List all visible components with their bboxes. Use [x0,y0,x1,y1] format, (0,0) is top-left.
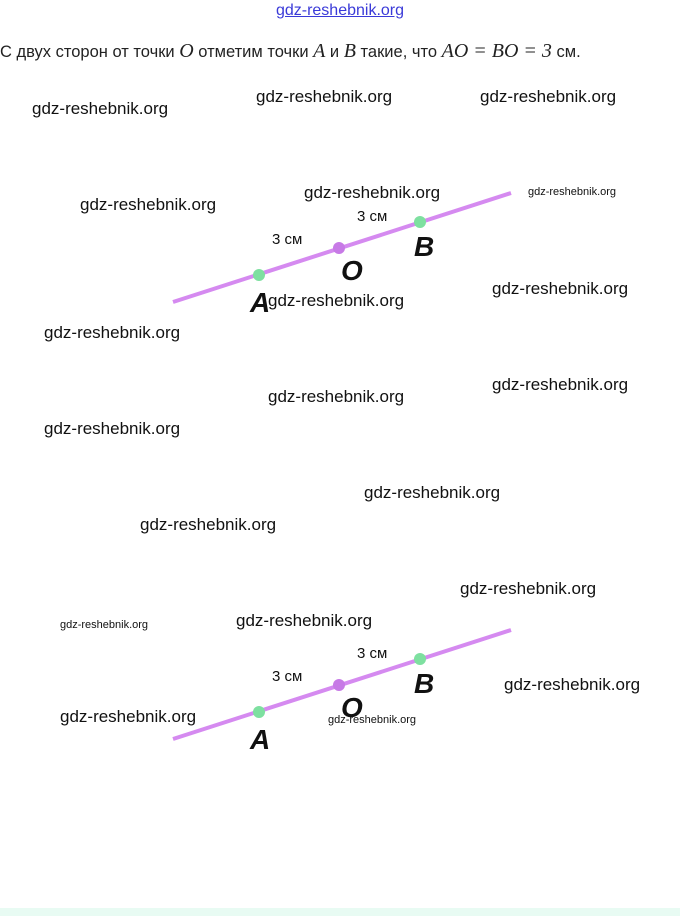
watermark: gdz-reshebnik.org [460,579,597,598]
label-o: O [341,255,363,286]
point-b [414,216,426,228]
point-a [253,269,265,281]
point-b [414,653,426,665]
segment-label: 3 см [272,668,302,685]
label-b: B [414,231,434,262]
segment-label: 3 см [357,645,387,662]
site-watermark-link[interactable]: gdz-reshebnik.org [275,2,405,19]
label-a: A [249,724,270,755]
watermark: gdz-reshebnik.org [480,87,617,106]
label-a: A [249,287,270,318]
point-a [253,706,265,718]
watermark: gdz-reshebnik.org [44,419,181,438]
watermark: gdz-reshebnik.org [140,515,277,534]
watermark: gdz-reshebnik.org [364,483,501,502]
label-b: B [414,668,434,699]
point-o [333,242,345,254]
watermark: gdz-reshebnik.org [32,99,169,118]
segment-label: 3 см [357,208,387,225]
watermark: gdz-reshebnik.org [492,279,629,298]
watermark: gdz-reshebnik.org [268,387,405,406]
watermark: gdz-reshebnik.org [528,186,617,198]
watermark: gdz-reshebnik.org [236,611,373,630]
watermark: gdz-reshebnik.org [60,707,197,726]
watermark: gdz-reshebnik.org [504,675,641,694]
label-o: O [341,692,363,723]
watermark: gdz-reshebnik.org [44,323,181,342]
watermark: gdz-reshebnik.org [268,291,405,310]
watermark: gdz-reshebnik.org [304,183,441,202]
watermark: gdz-reshebnik.org [492,375,629,394]
task-text: С двух сторон от точки O отметим точки A… [0,40,581,62]
watermark: gdz-reshebnik.org [256,87,393,106]
segment-label: 3 см [272,231,302,248]
watermark: gdz-reshebnik.org [60,619,149,631]
figure-1: A O B 3 см 3 см [172,191,512,318]
watermark: gdz-reshebnik.org [328,714,417,726]
bottom-strip [0,908,680,916]
watermark: gdz-reshebnik.org [80,195,217,214]
point-o [333,679,345,691]
figure-2: A O B 3 см 3 см [172,628,512,755]
